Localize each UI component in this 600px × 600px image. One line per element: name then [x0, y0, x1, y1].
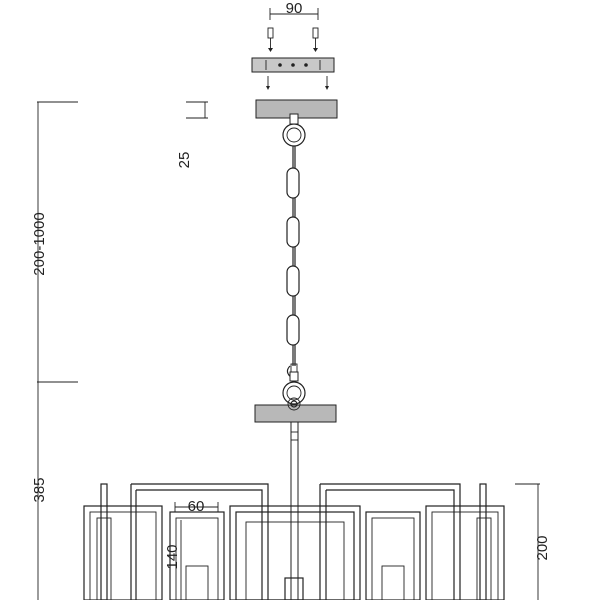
canopy-height-dimension: 25: [176, 101, 208, 169]
bracket-screw-left: [266, 76, 270, 90]
body-height-label: 385: [31, 477, 48, 502]
shade-height-label: 140: [164, 544, 181, 569]
chain-length-label: 200-1000: [31, 212, 48, 275]
mount-spacing-label: 90: [286, 0, 303, 17]
shade-height-dimension: 140: [164, 520, 182, 600]
mount-spacing-dimension: 90: [269, 0, 319, 20]
body-height-dimension: 385: [31, 477, 48, 502]
body-top-plate: [254, 397, 337, 423]
mounting-bracket-assembly: 90: [251, 0, 335, 90]
chandelier-frame: [83, 483, 505, 600]
frame-height-label: 200: [534, 535, 551, 560]
shade-width-dimension: 60: [174, 498, 219, 515]
mounting-bracket: [251, 57, 335, 73]
frame-height-dimension: 200: [515, 483, 551, 600]
bracket-screw-right: [325, 76, 329, 90]
chain: [282, 113, 306, 405]
mounting-screw-right: [312, 27, 319, 52]
chain-length-dimension: 200-1000: [31, 101, 78, 600]
shade-width-label: 60: [188, 498, 205, 515]
canopy-height-label: 25: [176, 152, 193, 169]
central-rod: [290, 421, 299, 600]
mounting-screw-left: [267, 27, 274, 52]
